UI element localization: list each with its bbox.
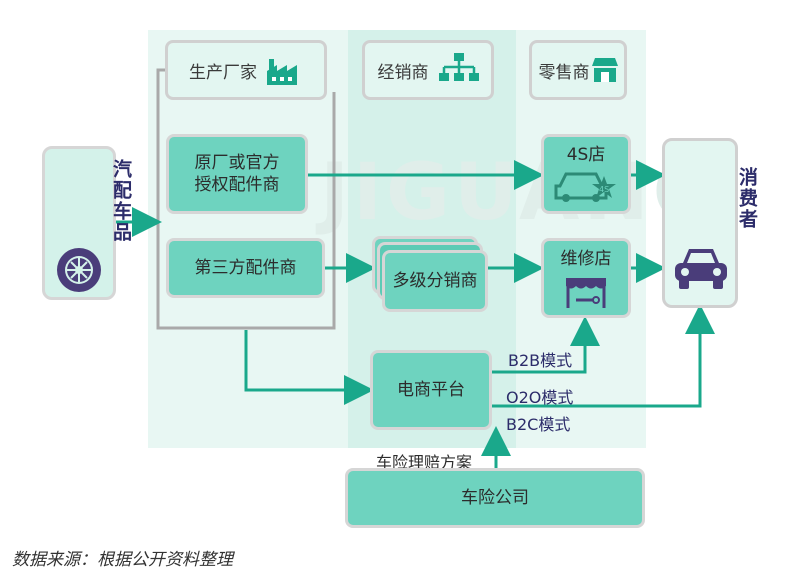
label-insurance-claim: 车险理赔方案 bbox=[376, 453, 473, 472]
node-multi-level-distributor-label: 多级分销商 bbox=[392, 271, 478, 291]
node-oem-parts-dealer: 原厂或官方授权配件商 bbox=[166, 134, 308, 214]
label-o2o: O2O模式 bbox=[506, 388, 574, 407]
node-4s-store-label: 4S店 bbox=[566, 145, 606, 165]
hierarchy-icon bbox=[438, 53, 479, 81]
node-consumer: 消费者 bbox=[662, 138, 758, 308]
node-insurance-company: 车险公司 bbox=[345, 468, 645, 528]
node-auto-parts: 汽配车品 bbox=[42, 146, 132, 300]
tire-icon bbox=[57, 248, 101, 292]
header-manufacturer-label: 生产厂家 bbox=[189, 62, 257, 83]
car-icon bbox=[675, 249, 727, 289]
node-ecommerce-platform-label: 电商平台 bbox=[397, 380, 465, 400]
node-repair-shop: 维修店 bbox=[541, 238, 631, 318]
node-auto-parts-label: 汽配车品 bbox=[110, 159, 132, 243]
header-distributor-label: 经销商 bbox=[377, 62, 429, 83]
source-note: 数据来源：根据公开资料整理 bbox=[12, 550, 233, 570]
node-4s-store: 4S店 4S bbox=[541, 134, 631, 214]
node-multi-level-distributor: 多级分销商 bbox=[382, 250, 488, 312]
node-third-party-parts-dealer: 第三方配件商 bbox=[166, 238, 325, 298]
header-manufacturer: 生产厂家 bbox=[165, 40, 327, 100]
header-retailer-label: 零售商 bbox=[538, 62, 590, 83]
label-b2b: B2B模式 bbox=[508, 351, 573, 370]
label-b2c: B2C模式 bbox=[506, 415, 571, 434]
node-oem-parts-dealer-label: 原厂或官方授权配件商 bbox=[194, 153, 280, 195]
svg-text:4S: 4S bbox=[599, 185, 609, 194]
header-retailer: 零售商 bbox=[529, 40, 627, 100]
node-ecommerce-platform: 电商平台 bbox=[370, 350, 492, 430]
repair-shop-icon bbox=[566, 278, 606, 308]
header-distributor: 经销商 bbox=[362, 40, 494, 100]
factory-icon bbox=[267, 59, 297, 85]
node-third-party-parts-dealer-label: 第三方配件商 bbox=[194, 258, 297, 278]
node-repair-shop-label: 维修店 bbox=[560, 249, 612, 269]
node-insurance-company-label: 车险公司 bbox=[461, 488, 529, 508]
4s-car-icon: 4S bbox=[554, 172, 616, 202]
node-consumer-label: 消费者 bbox=[736, 167, 758, 230]
shop-icon bbox=[591, 58, 618, 82]
